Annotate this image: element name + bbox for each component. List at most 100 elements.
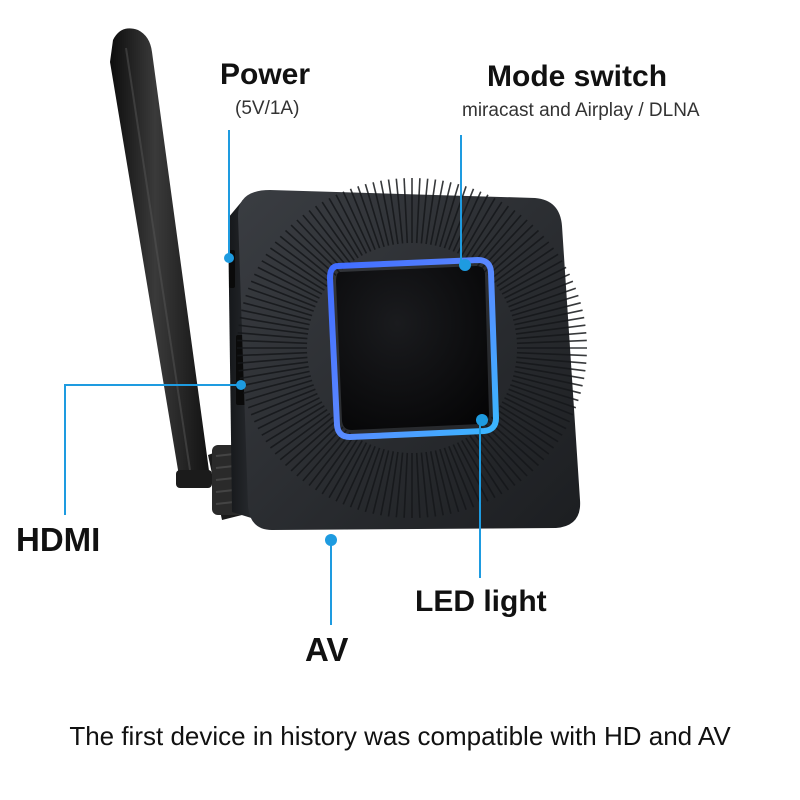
surface-ridge <box>296 426 344 477</box>
surface-ridge <box>328 197 363 256</box>
surface-ridge <box>261 401 323 436</box>
surface-ridge <box>501 401 563 436</box>
surface-ridge <box>245 294 313 317</box>
surface-ridge <box>395 452 404 518</box>
surface-ridge <box>465 437 503 495</box>
surface-ridge <box>476 429 522 482</box>
surface-ridge <box>439 183 460 248</box>
device-body <box>237 178 587 530</box>
surface-ridge <box>239 316 309 331</box>
surface-ridge <box>302 429 348 482</box>
surface-ridge <box>499 405 559 443</box>
surface-ridge <box>473 210 516 264</box>
surface-ridge <box>250 388 316 416</box>
led-light-label: LED light <box>415 585 547 618</box>
surface-ridge <box>510 287 577 312</box>
surface-ridge <box>493 241 550 284</box>
surface-ridge <box>247 384 314 409</box>
surface-ridge <box>508 388 574 416</box>
mode-switch-label: Mode switch <box>487 60 668 93</box>
mode-switch-desc: miracast and Airplay / DLNA <box>462 100 700 121</box>
surface-ridge <box>516 351 587 357</box>
surface-ridge <box>284 420 337 467</box>
surface-ridge <box>480 426 528 477</box>
surface-ridge <box>335 442 368 502</box>
surface-ridge <box>429 451 444 516</box>
surface-ridge <box>516 356 587 364</box>
power-label: Power <box>220 58 311 91</box>
surface-ridge <box>238 361 309 372</box>
surface-ridge <box>456 442 489 502</box>
surface-ridge <box>415 178 421 244</box>
surface-ridge <box>237 339 308 345</box>
surface-ridge <box>515 365 585 380</box>
surface-ridge <box>513 375 581 394</box>
surface-ridge <box>515 316 585 331</box>
surface-ridge <box>247 287 314 312</box>
led-light-ring <box>326 256 500 441</box>
surface-ridge <box>514 309 583 326</box>
surface-ridge <box>357 447 381 510</box>
surface-ridge <box>237 356 308 364</box>
surface-ridge <box>239 365 309 380</box>
surface-ridge <box>279 235 334 280</box>
surface-ridge <box>335 194 368 254</box>
surface-ridge <box>241 309 310 326</box>
surface-ridge <box>516 339 587 345</box>
surface-ridge <box>261 260 323 295</box>
surface-ridge <box>245 379 313 402</box>
hdmi-callout-line <box>64 384 241 515</box>
surface-ridge <box>484 224 534 273</box>
surface-ridge <box>372 182 390 246</box>
surface-ridge <box>237 351 308 357</box>
surface-ridge <box>321 437 359 495</box>
surface-ridge <box>515 361 586 372</box>
av-label: AV <box>305 631 349 668</box>
surface-ridge <box>515 324 586 335</box>
surface-ridge <box>456 194 489 254</box>
surface-ridge <box>504 266 567 299</box>
surface-ridge <box>513 302 581 321</box>
surface-ridge <box>364 183 385 248</box>
surface-ridge <box>342 191 372 252</box>
surface-ridge <box>448 446 475 508</box>
power-spec: (5V/1A) <box>235 98 300 119</box>
surface-ridge <box>511 294 579 317</box>
mode-switch-panel <box>336 266 489 430</box>
surface-ridge <box>487 229 540 276</box>
surface-ridge <box>243 302 311 321</box>
surface-ridge <box>439 448 460 513</box>
surface-ridge <box>434 450 452 514</box>
surface-ridge <box>501 260 563 295</box>
surface-ridge <box>476 214 522 267</box>
surface-ridge <box>496 247 555 287</box>
surface-ridge <box>506 392 571 423</box>
surface-ridge <box>387 179 399 245</box>
surface-ridge <box>443 447 467 510</box>
surface-ridge <box>420 178 429 244</box>
surface-ridge <box>484 423 534 472</box>
surface-ridge <box>403 178 409 244</box>
surface-ridge <box>237 332 308 340</box>
surface-ridge <box>243 375 311 394</box>
surface-ridge <box>274 241 331 284</box>
surface-ridge <box>302 214 348 267</box>
callout-lines <box>64 130 481 625</box>
surface-ridge <box>461 197 496 256</box>
surface-ridge <box>387 451 399 517</box>
surface-ridge <box>349 446 376 508</box>
surface-ridge <box>257 397 320 430</box>
surface-ridge <box>429 180 444 245</box>
surface-ridge <box>516 332 587 340</box>
surface-ridge <box>342 444 372 505</box>
surface-ridge <box>241 370 310 387</box>
surface-ridge <box>490 416 545 461</box>
callout-dots <box>224 253 488 546</box>
surface-ridge <box>253 392 318 423</box>
surface-ridge <box>504 397 567 430</box>
surface-ridge <box>349 188 376 250</box>
surface-ridge <box>499 253 559 291</box>
surface-ridge <box>364 448 385 513</box>
surface-ridge <box>496 409 555 449</box>
